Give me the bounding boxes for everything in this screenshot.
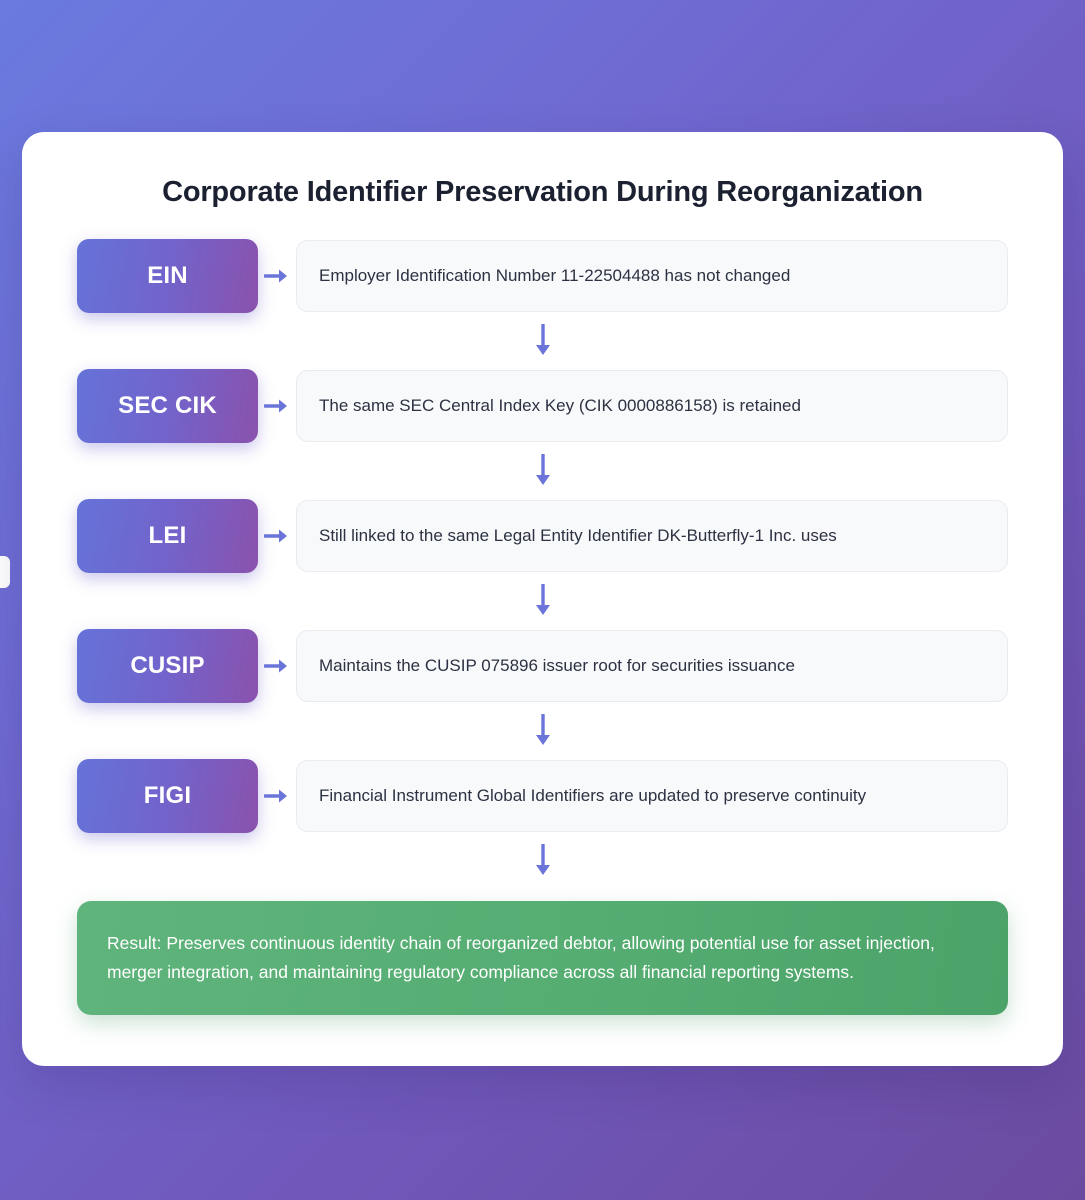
edge-handle-nub: [0, 556, 10, 588]
identifier-chain: EIN Employer Identification Number 11-22…: [77, 239, 1008, 1015]
arrow-right-icon: [258, 396, 296, 416]
identifier-badge-ein[interactable]: EIN: [77, 239, 258, 313]
arrow-right-icon: [258, 266, 296, 286]
chain-row: SEC CIK The same SEC Central Index Key (…: [77, 369, 1008, 443]
identifier-badge-sec-cik[interactable]: SEC CIK: [77, 369, 258, 443]
identifier-badge-lei[interactable]: LEI: [77, 499, 258, 573]
chain-row: LEI Still linked to the same Legal Entit…: [77, 499, 1008, 573]
arrow-right-icon: [258, 656, 296, 676]
identifier-description-sec-cik: The same SEC Central Index Key (CIK 0000…: [296, 370, 1008, 442]
identifier-badge-figi[interactable]: FIGI: [77, 759, 258, 833]
identifier-description-ein: Employer Identification Number 11-225044…: [296, 240, 1008, 312]
arrow-down-icon: [77, 573, 1008, 629]
chain-row: EIN Employer Identification Number 11-22…: [77, 239, 1008, 313]
identifier-description-figi: Financial Instrument Global Identifiers …: [296, 760, 1008, 832]
arrow-down-icon: [77, 313, 1008, 369]
identifier-badge-cusip[interactable]: CUSIP: [77, 629, 258, 703]
arrow-right-icon: [258, 786, 296, 806]
result-summary-box: Result: Preserves continuous identity ch…: [77, 901, 1008, 1015]
identifier-description-cusip: Maintains the CUSIP 075896 issuer root f…: [296, 630, 1008, 702]
page-title: Corporate Identifier Preservation During…: [162, 176, 923, 208]
chain-row: FIGI Financial Instrument Global Identif…: [77, 759, 1008, 833]
identifier-description-lei: Still linked to the same Legal Entity Id…: [296, 500, 1008, 572]
arrow-down-icon: [77, 443, 1008, 499]
infographic-card: Corporate Identifier Preservation During…: [22, 132, 1063, 1066]
arrow-right-icon: [258, 526, 296, 546]
chain-row: CUSIP Maintains the CUSIP 075896 issuer …: [77, 629, 1008, 703]
arrow-down-icon: [77, 703, 1008, 759]
arrow-down-icon: [77, 833, 1008, 889]
